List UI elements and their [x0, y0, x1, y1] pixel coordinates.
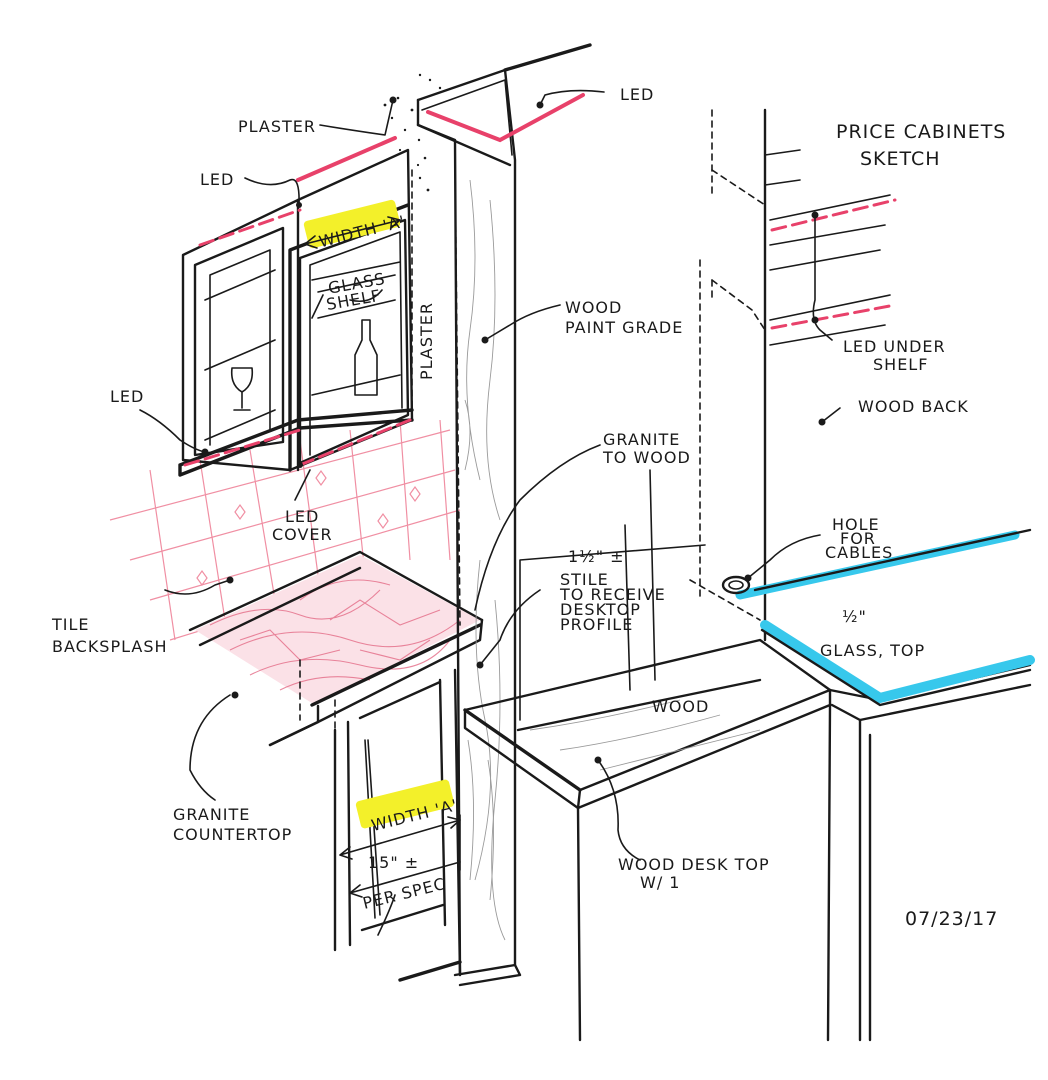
label-hole-for-cables-2: FOR — [840, 529, 876, 548]
label-wood-center: WOOD — [652, 697, 709, 716]
label-led-under-shelf-2: SHELF — [873, 355, 928, 374]
label-hole-for-cables-3: CABLES — [825, 543, 893, 562]
label-stile-4: DESKTOP — [560, 600, 641, 619]
label-plaster-top: PLASTER — [238, 117, 316, 136]
leader-dots — [201, 96, 826, 764]
label-wood-paint-grade-1: WOOD — [565, 298, 622, 317]
label-stile-3: TO RECEIVE — [559, 585, 666, 604]
label-hole-for-cables-1: HOLE — [832, 515, 880, 534]
label-granite-to-wood-1: GRANITE — [603, 430, 680, 449]
label-led-under-shelf-1: LED UNDER — [843, 337, 946, 356]
label-wood-back: WOOD BACK — [858, 397, 969, 416]
label-led-top-right: LED — [620, 85, 654, 104]
leader-lines — [139, 89, 841, 936]
label-title-1: PRICE CABINETS — [836, 121, 1006, 143]
label-date: 07/23/17 — [905, 908, 998, 930]
label-granite-countertop-1: GRANITE — [173, 805, 250, 824]
desk-panel — [519, 108, 897, 721]
label-tile-backsplash-2: BACKSPLASH — [52, 637, 168, 656]
label-led-cover-2: COVER — [272, 525, 333, 544]
label-stile-1: 1½" ± — [568, 547, 625, 566]
granite-countertop — [188, 550, 484, 747]
tile-backsplash — [109, 419, 461, 641]
label-wood-desk-top-2: W/ 1 — [640, 873, 680, 892]
label-led-left: LED — [110, 387, 144, 406]
wood-column — [416, 43, 592, 987]
glass-top — [721, 528, 1035, 707]
label-dim-15: 15" ± — [368, 853, 419, 872]
upper-cabinet — [178, 136, 414, 477]
label-glass-top-thickness: ½" — [842, 607, 867, 626]
label-granite-to-wood-2: TO WOOD — [602, 448, 691, 467]
label-wood-desk-top-1: WOOD DESK TOP — [618, 855, 770, 874]
label-stile-2: STILE — [560, 570, 609, 589]
label-led-upper-left: LED — [200, 170, 234, 189]
label-tile-backsplash-1: TILE — [51, 615, 90, 634]
label-led-cover-1: LED — [285, 507, 319, 526]
wood-desk-top — [463, 638, 1032, 1042]
label-plaster-vertical: PLASTER — [417, 302, 436, 380]
label-wood-paint-grade-2: PAINT GRADE — [565, 318, 683, 337]
label-title-2: SKETCH — [860, 148, 941, 170]
label-glass-top: GLASS, TOP — [820, 641, 925, 660]
label-granite-countertop-2: COUNTERTOP — [173, 825, 292, 844]
label-stile-5: PROFILE — [560, 615, 633, 634]
